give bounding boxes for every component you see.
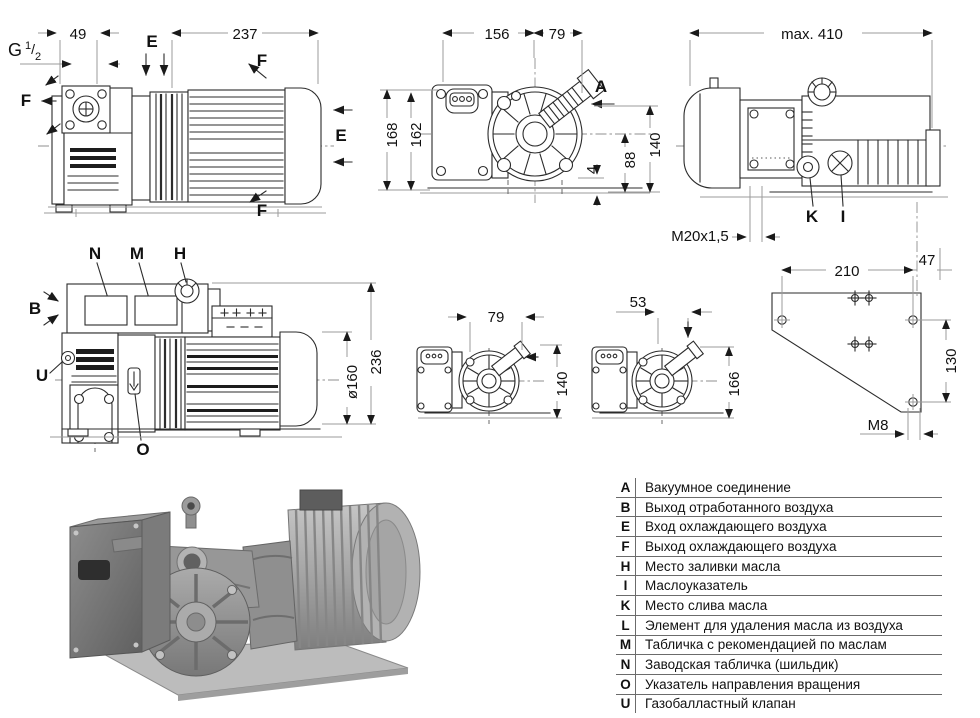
callout-m: M bbox=[130, 244, 144, 263]
dim-53-label: 53 bbox=[630, 294, 647, 311]
callout-e-top: E bbox=[146, 32, 157, 51]
oil-sight-glass bbox=[827, 150, 853, 176]
legend-key: I bbox=[616, 576, 636, 596]
reference-crosshairs bbox=[847, 290, 877, 352]
legend-key: L bbox=[616, 615, 636, 635]
callout-b: B bbox=[29, 299, 41, 318]
legend-description: Маслоуказатель bbox=[645, 578, 748, 594]
oil-fill-plug bbox=[807, 77, 837, 107]
dim-236-label: 236 bbox=[368, 349, 385, 374]
legend-row: F Выход охлаждающего воздуха bbox=[616, 537, 942, 557]
rotation-direction-indicator bbox=[127, 367, 141, 395]
pump-ribs bbox=[857, 139, 919, 185]
dim-88-label: 88 bbox=[622, 152, 639, 169]
legend-key: H bbox=[616, 556, 636, 576]
legend-description: Табличка с рекомендацией по маслам bbox=[645, 637, 887, 653]
legend-key: K bbox=[616, 596, 636, 615]
dim-79-label: 79 bbox=[549, 26, 566, 43]
gas-ballast-valve bbox=[60, 350, 76, 366]
callout-o: O bbox=[136, 440, 149, 459]
legend-table: A Вакуумное соединение B Выход отработан… bbox=[616, 478, 942, 714]
motor-fin-texture bbox=[294, 503, 383, 649]
legend-key: A bbox=[616, 478, 636, 497]
terminal-marks bbox=[220, 308, 267, 328]
motor-fins-2 bbox=[186, 343, 279, 423]
legend-description: Заводская табличка (шильдик) bbox=[645, 657, 839, 673]
legend-key: U bbox=[616, 694, 636, 714]
legend-key: O bbox=[616, 674, 636, 694]
callout-h: H bbox=[174, 244, 186, 263]
dim-130-label: 130 bbox=[943, 348, 960, 373]
oil-drain-plug bbox=[796, 155, 820, 179]
legend-description: Выход отработанного воздуха bbox=[645, 499, 834, 515]
legend-row: I Маслоуказатель bbox=[616, 576, 942, 597]
dim-max410-label: max. 410 bbox=[781, 26, 843, 43]
callout-u: U bbox=[36, 366, 48, 385]
thread-m8-label: M8 bbox=[868, 417, 889, 434]
view-front-small-79: 79 140 bbox=[416, 309, 571, 424]
dim-140-small-label: 140 bbox=[554, 371, 571, 396]
legend-description: Место заливки масла bbox=[645, 558, 781, 574]
oil-fill-plug-h bbox=[174, 278, 200, 304]
callout-e-right: E bbox=[335, 126, 346, 145]
dim-49-label: 49 bbox=[70, 26, 87, 43]
legend-row: A Вакуумное соединение bbox=[616, 478, 942, 498]
mounting-holes bbox=[774, 312, 921, 410]
legend-description: Указатель направления вращения bbox=[645, 676, 861, 692]
callout-n: N bbox=[89, 244, 101, 263]
legend-key: N bbox=[616, 655, 636, 674]
legend-row: L Элемент для удаления масла из воздуха bbox=[616, 615, 942, 636]
legend-key: B bbox=[616, 497, 636, 517]
legend-row: H Место заливки масла bbox=[616, 556, 942, 577]
legend-row: M Табличка с рекомендацией по маслам bbox=[616, 635, 942, 656]
dim-156-label: 156 bbox=[484, 26, 509, 43]
callout-f-left: F bbox=[21, 91, 31, 110]
dim-79-small-label: 79 bbox=[488, 309, 505, 326]
callout-a: A bbox=[595, 77, 607, 96]
legend-row: K Место слива масла bbox=[616, 596, 942, 616]
legend-description: Элемент для удаления масла из воздуха bbox=[645, 617, 903, 633]
exhaust-muffler bbox=[538, 68, 606, 129]
callout-i: I bbox=[841, 207, 846, 226]
dim-168-label: 168 bbox=[384, 122, 401, 147]
callout-f-bottom: F bbox=[257, 201, 267, 220]
legend-key: M bbox=[616, 635, 636, 655]
legend-row: N Заводская табличка (шильдик) bbox=[616, 655, 942, 675]
legend-description: Место слива масла bbox=[645, 597, 768, 613]
legend-row: O Указатель направления вращения bbox=[616, 674, 942, 695]
legend-description: Вакуумное соединение bbox=[645, 479, 791, 495]
view-side-oil: K I max. 410 bbox=[676, 26, 948, 226]
legend-row: B Выход отработанного воздуха bbox=[616, 497, 942, 518]
view-front-vacuum-port: 156 79 168 162 A 4 88 140 M20x1,5 bbox=[378, 26, 780, 245]
dim-210-label: 210 bbox=[834, 263, 859, 280]
legend-row: E Вход охлаждающего воздуха bbox=[616, 517, 942, 538]
dim-4-label: 4 bbox=[584, 166, 601, 174]
dim-47-label: 47 bbox=[919, 252, 936, 269]
legend-key: F bbox=[616, 537, 636, 556]
callout-k: K bbox=[806, 207, 819, 226]
view-front-small-53: 53 166 bbox=[591, 294, 743, 424]
rib-ticks bbox=[801, 111, 813, 153]
muffler-small2 bbox=[663, 340, 705, 377]
callout-f-upper-right: F bbox=[257, 51, 267, 70]
legend-description: Выход охлаждающего воздуха bbox=[645, 538, 837, 554]
motor-fins bbox=[189, 96, 284, 196]
legend-key: E bbox=[616, 517, 636, 537]
dim-140-label: 140 bbox=[647, 132, 664, 157]
legend-row: U Газобалластный клапан bbox=[616, 694, 942, 714]
dim-166-label: 166 bbox=[726, 371, 743, 396]
dim-237-label: 237 bbox=[232, 26, 257, 43]
thread-m20-label: M20x1,5 bbox=[671, 228, 729, 245]
dim-diameter-160-label: ø160 bbox=[344, 365, 361, 399]
legend-description: Вход охлаждающего воздуха bbox=[645, 519, 827, 535]
view-side-callouts: N M H B U O bbox=[29, 244, 385, 459]
view-mounting-footprint: 210 47 130 M8 bbox=[771, 202, 960, 440]
legend-description: Газобалластный клапан bbox=[645, 696, 796, 712]
dim-162-label: 162 bbox=[408, 122, 425, 147]
product-photo bbox=[69, 489, 421, 701]
